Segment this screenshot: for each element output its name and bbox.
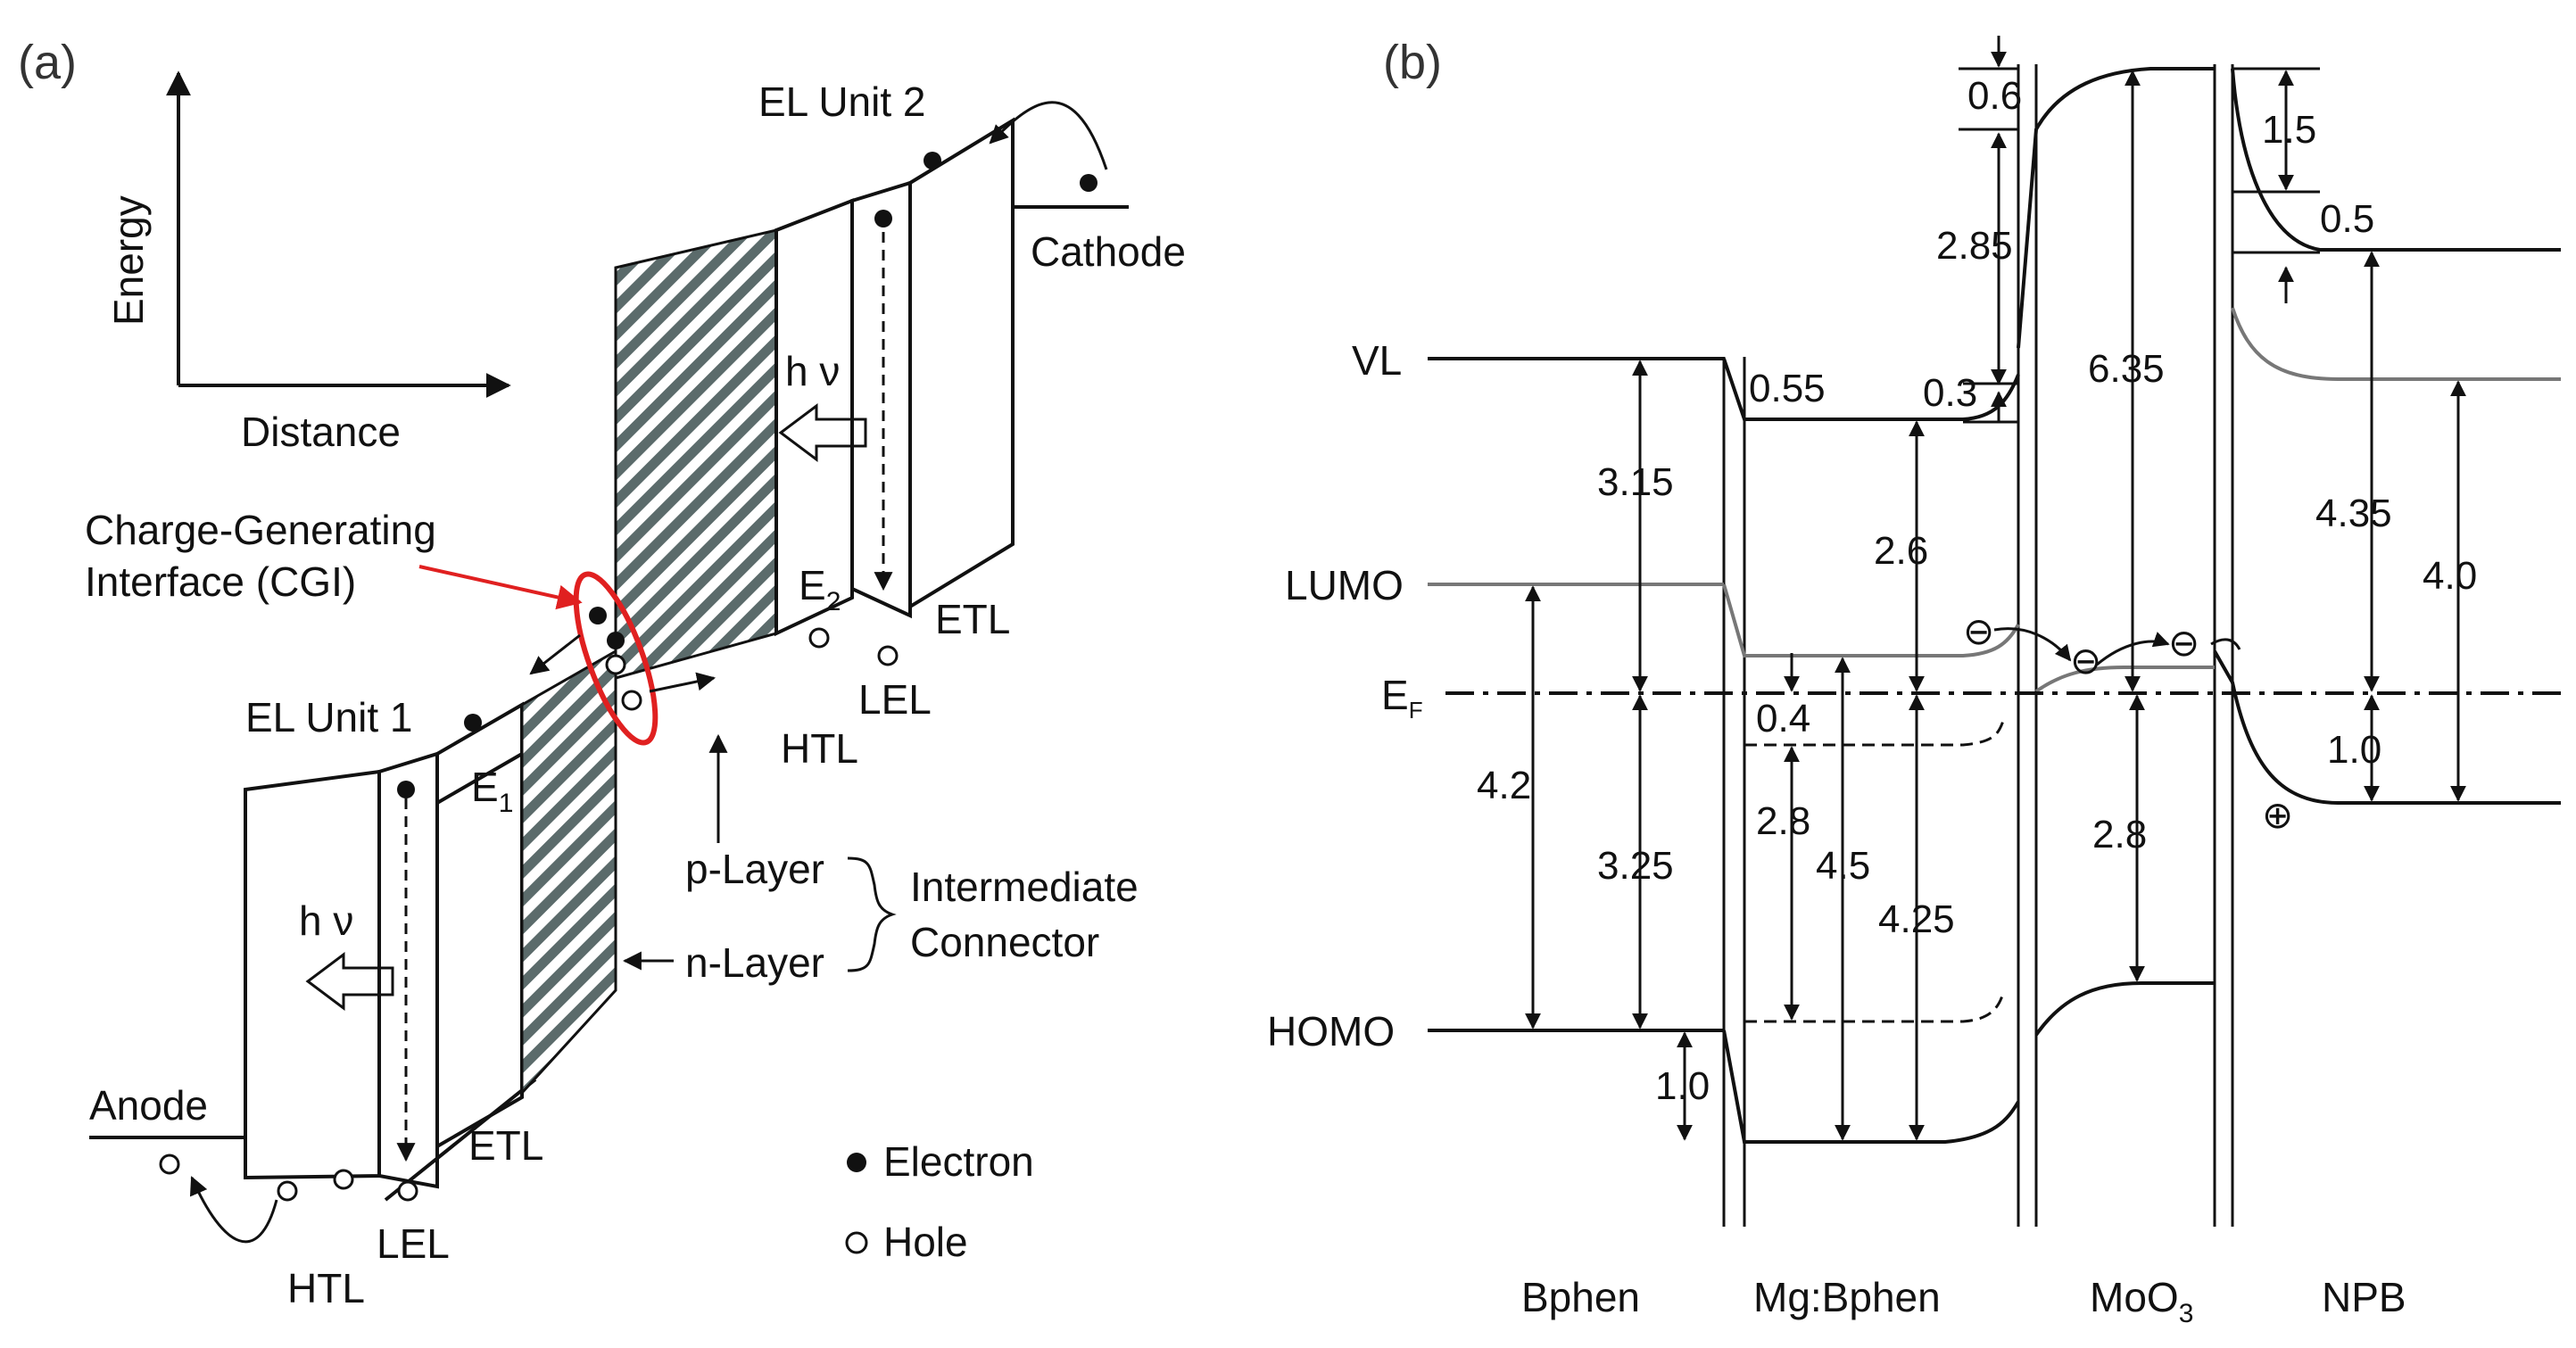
value-3-15: 3.15 — [1597, 460, 1674, 504]
material-npb: NPB — [2322, 1274, 2406, 1320]
intermediate-label-1: Intermediate — [910, 864, 1139, 910]
value-4-35: 4.35 — [2315, 492, 2392, 535]
value-1-0-left: 1.0 — [1655, 1064, 1710, 1108]
material-moo3: MoO3 — [2090, 1274, 2193, 1328]
value-0-4: 0.4 — [1756, 697, 1810, 740]
value-2-85: 2.85 — [1936, 224, 2013, 268]
el-unit-1-label: EL Unit 1 — [245, 694, 413, 740]
lel-1-layer — [377, 751, 439, 1189]
panel-b-diagram: (b) — [1267, 36, 2561, 1328]
energy-distance-axes — [166, 70, 511, 398]
htl-1-layer — [244, 769, 381, 1180]
lumo-label: LUMO — [1285, 562, 1404, 608]
carriers — [159, 152, 1097, 1202]
intermediate-label-2: Connector — [910, 919, 1099, 965]
value-labels: 3.15 0.55 0.3 0.6 2.85 6.35 1.5 0.5 4.35… — [1477, 74, 2477, 1108]
electron-symbol-2: ⊖ — [2070, 640, 2101, 682]
carrier-symbols: ⊖ ⊖ ⊖ ⊕ — [1963, 610, 2293, 836]
anode-label: Anode — [89, 1082, 208, 1129]
etl-2-label: ETL — [935, 596, 1010, 642]
value-4-5: 4.5 — [1816, 844, 1870, 888]
emission-arrow-2 — [778, 403, 867, 462]
value-4-25: 4.25 — [1878, 897, 1955, 941]
material-mg-bphen: Mg:Bphen — [1753, 1274, 1941, 1320]
n-layer-label: n-Layer — [685, 939, 824, 986]
bphen-levels — [1428, 357, 1724, 1032]
htl-2-layer — [774, 198, 854, 637]
axis-y-label: Energy — [105, 195, 152, 326]
mgbphen-levels — [1722, 358, 2020, 1144]
measurement-arrows — [1525, 36, 2466, 1141]
lel-2-label: LEL — [858, 676, 932, 723]
electron-symbol-3: ⊖ — [2168, 622, 2199, 664]
htl-1-label: HTL — [287, 1265, 365, 1311]
hv-label-1: h ν — [299, 897, 353, 944]
p-layer-hatched — [614, 228, 778, 680]
value-2-8-left: 2.8 — [1756, 799, 1810, 843]
value-2-8-right: 2.8 — [2092, 813, 2147, 856]
lel-2-layer — [850, 180, 912, 619]
value-4-2: 4.2 — [1477, 764, 1531, 807]
etl-1-layer — [435, 701, 524, 1150]
value-0-3: 0.3 — [1923, 371, 1977, 415]
etl-2-layer — [908, 117, 1015, 610]
lel-1-label: LEL — [377, 1220, 450, 1267]
homo-label: HOMO — [1267, 1008, 1395, 1054]
legend-hole-icon — [845, 1231, 868, 1254]
axis-x-label: Distance — [241, 409, 401, 455]
cgi-label-line1: Charge-Generating — [85, 507, 436, 553]
material-bphen: Bphen — [1521, 1274, 1640, 1320]
electron-symbol-1: ⊖ — [1963, 610, 1994, 652]
cathode-label: Cathode — [1031, 228, 1186, 275]
el-unit-2 — [614, 117, 1129, 680]
ef-label: EF — [1381, 672, 1423, 724]
e1-label: E1 — [471, 764, 513, 818]
panel-b-label: (b) — [1383, 36, 1442, 89]
value-0-55: 0.55 — [1749, 367, 1826, 410]
panel-a-diagram: (a) Energy Distance — [18, 36, 1186, 1311]
value-3-25: 3.25 — [1597, 844, 1674, 888]
legend-electron-label: Electron — [883, 1138, 1034, 1185]
htl-2-label: HTL — [781, 725, 858, 772]
el-unit-2-label: EL Unit 2 — [758, 79, 926, 125]
emission-arrow-1 — [305, 952, 394, 1011]
panel-a: (a) Energy Distance — [0, 0, 1231, 1348]
value-1-5: 1.5 — [2262, 108, 2316, 152]
value-2-6: 2.6 — [1874, 529, 1928, 573]
cgi-label-line2: Interface (CGI) — [85, 558, 356, 605]
p-layer-label: p-Layer — [685, 846, 824, 892]
value-4-0: 4.0 — [2423, 554, 2477, 598]
cgi-pointer — [418, 565, 583, 610]
panel-a-label: (a) — [18, 36, 77, 89]
legend-electron-icon — [847, 1153, 866, 1172]
value-1-0-right: 1.0 — [2327, 728, 2381, 772]
hv-label-2: h ν — [785, 348, 840, 394]
n-layer-hatched — [520, 649, 617, 1096]
el-unit-1 — [244, 701, 537, 1202]
panel-b: (b) — [1231, 0, 2576, 1348]
value-6-35: 6.35 — [2088, 347, 2165, 391]
value-0-6: 0.6 — [1967, 74, 2022, 118]
cgi-ellipse — [573, 571, 658, 746]
hole-symbol: ⊕ — [2262, 794, 2293, 836]
value-0-5: 0.5 — [2320, 197, 2374, 241]
legend-hole-label: Hole — [883, 1219, 968, 1265]
vl-label: VL — [1352, 337, 1402, 384]
e2-label: E2 — [799, 562, 841, 616]
etl-1-label: ETL — [468, 1122, 543, 1169]
moo3-levels — [2017, 67, 2215, 1037]
npb-levels — [2213, 68, 2561, 805]
